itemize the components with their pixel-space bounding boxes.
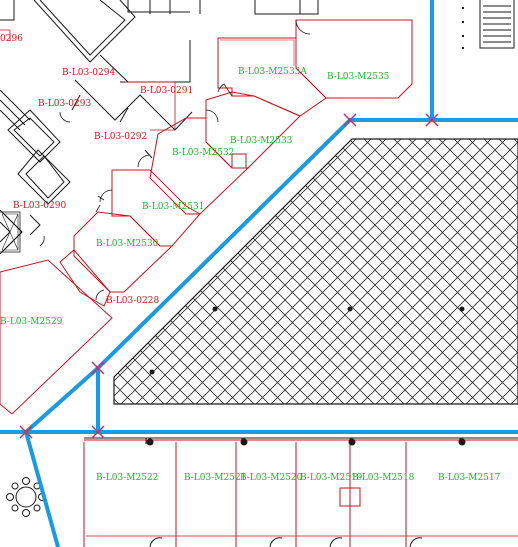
room-label-m2521[interactable]: B-L03-M2521 <box>184 473 246 483</box>
room-label-m2532[interactable]: B-L03-M2532 <box>172 148 234 158</box>
room-outline <box>73 211 174 293</box>
column-marker <box>459 306 465 312</box>
route-node-marker <box>425 113 439 127</box>
room-walls-bottom <box>83 439 518 547</box>
atrium-hatched-area <box>113 138 518 405</box>
room-label-0293[interactable]: B-L03-0293 <box>38 99 91 109</box>
bottom-black-walls <box>84 437 518 547</box>
core-walls <box>0 0 319 255</box>
column-marker <box>212 306 218 312</box>
room-label-m2535[interactable]: B-L03-M2535 <box>327 72 390 82</box>
room-walls-diagonal <box>0 19 413 415</box>
room-label-0290[interactable]: B-L03-0290 <box>13 201 66 211</box>
route-node-marker <box>19 425 33 439</box>
room-label-m2518[interactable]: B-L03-M2518 <box>352 473 415 483</box>
room-outline <box>295 19 413 99</box>
room-label-m2533a[interactable]: B-L03-M2533A <box>238 67 307 77</box>
route-node-marker <box>91 425 105 439</box>
route-nodes <box>19 113 439 439</box>
room-outline <box>0 259 113 415</box>
room-label-m2520[interactable]: B-L03-M2520 <box>240 473 303 483</box>
room-label-m2530[interactable]: B-L03-M2530 <box>96 239 159 249</box>
room-label-0294[interactable]: B-L03-0294 <box>62 68 115 78</box>
room-label-m2533[interactable]: B-L03-M2533 <box>230 136 293 146</box>
column-marker <box>149 369 155 375</box>
column-marker <box>347 306 353 312</box>
door-swings <box>39 19 311 301</box>
column-markers <box>149 306 465 375</box>
room-label-m2531[interactable]: B-L03-M2531 <box>142 202 204 212</box>
stair-symbol <box>462 0 515 49</box>
room-label-0291[interactable]: B-L03-0291 <box>140 86 193 96</box>
room-labels: 0296 B-L03-0294 B-L03-0293 B-L03-0291 B-… <box>0 34 501 483</box>
room-label-0228[interactable]: B-L03-0228 <box>106 296 159 306</box>
room-label-m2529[interactable]: B-L03-M2529 <box>0 317 63 327</box>
room-outline <box>59 249 111 307</box>
room-label-m2522[interactable]: B-L03-M2522 <box>96 473 158 483</box>
room-label-0292[interactable]: B-L03-0292 <box>94 132 147 142</box>
round-table-symbol <box>6 477 46 517</box>
room-label-m2517[interactable]: B-L03-M2517 <box>438 473 501 483</box>
room-outline <box>149 117 250 215</box>
room-label-0296[interactable]: 0296 <box>0 34 23 44</box>
room-label-m2519[interactable]: B-L03-M2519 <box>300 473 363 483</box>
route-node-marker <box>91 361 105 375</box>
route-node-marker <box>343 113 357 127</box>
